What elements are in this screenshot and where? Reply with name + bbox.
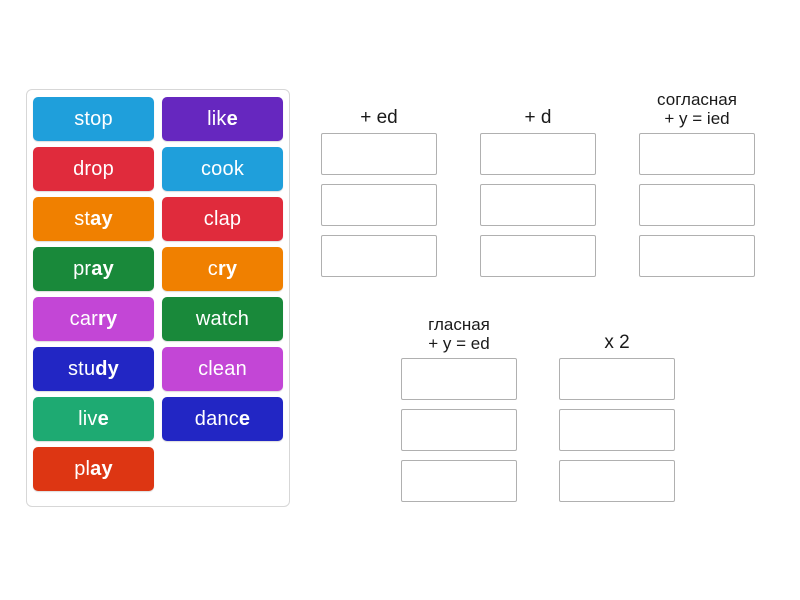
word-tile-stem: c [207,257,218,280]
category-title: x 2 [604,332,630,354]
word-tile-ending: ay [90,207,113,230]
category-column: + ed [320,86,438,286]
word-tile-stem: cook [200,157,245,180]
category-row-top: + ed + d согласная + y = ied [320,86,784,286]
drop-slot[interactable] [401,409,517,451]
category-column: x 2 [558,311,676,511]
word-tile-stem: car [69,307,99,330]
word-tile-ending: e [238,407,251,430]
word-tile-stem: lik [207,107,227,130]
word-tile-stem: stop [74,107,113,130]
word-tile-ending: ay [91,257,114,280]
category-title: + ed [360,107,398,129]
drop-slot[interactable] [480,133,596,175]
word-tile-stem: pr [73,257,92,280]
drop-slot[interactable] [559,358,675,400]
word-tile-stem: danc [194,407,239,430]
word-tile-empty-slot [162,447,283,491]
drop-slot[interactable] [639,133,755,175]
word-tile[interactable]: stop [33,97,154,141]
category-zones: + ed + d согласная + y = ied гласная + y =… [320,86,784,516]
category-column: + d [479,86,597,286]
drop-slot[interactable] [401,358,517,400]
word-tile-stem: clap [203,207,242,230]
word-tile[interactable]: clap [162,197,283,241]
word-tile-ending: e [97,407,109,430]
category-row-bottom: гласная + y = ed x 2 [400,311,784,511]
word-tile[interactable]: clean [162,347,283,391]
word-tile[interactable]: drop [33,147,154,191]
word-tile-ending: e [226,107,238,130]
drop-slot[interactable] [559,409,675,451]
word-tile-ending: ay [90,457,113,480]
word-tile-stem: drop [73,157,114,180]
word-tile[interactable]: cook [162,147,283,191]
drop-slot[interactable] [480,235,596,277]
drop-slot[interactable] [639,184,755,226]
category-column: согласная + y = ied [638,86,756,286]
drop-slot[interactable] [321,133,437,175]
word-tile-ending: dy [95,357,120,380]
word-tile[interactable]: watch [162,297,283,341]
category-column: гласная + y = ed [400,311,518,511]
word-tile-ending: ry [98,307,118,330]
word-tile-stem: liv [78,407,98,430]
drop-slot[interactable] [559,460,675,502]
drop-slot[interactable] [480,184,596,226]
word-tile-stem: pl [74,457,91,480]
drop-slot[interactable] [639,235,755,277]
word-tile-stem: stu [67,357,96,380]
category-title: + d [524,107,552,129]
word-tile-stem: st [74,207,91,230]
category-title: гласная + y = ed [428,314,490,354]
drop-slot[interactable] [321,235,437,277]
word-tile-stem: watch [195,307,250,330]
category-title: согласная + y = ied [657,89,737,129]
drop-slot[interactable] [321,184,437,226]
word-tile-stem: clean [198,357,247,380]
word-tile-ending: ry [217,257,238,280]
drop-slot[interactable] [401,460,517,502]
